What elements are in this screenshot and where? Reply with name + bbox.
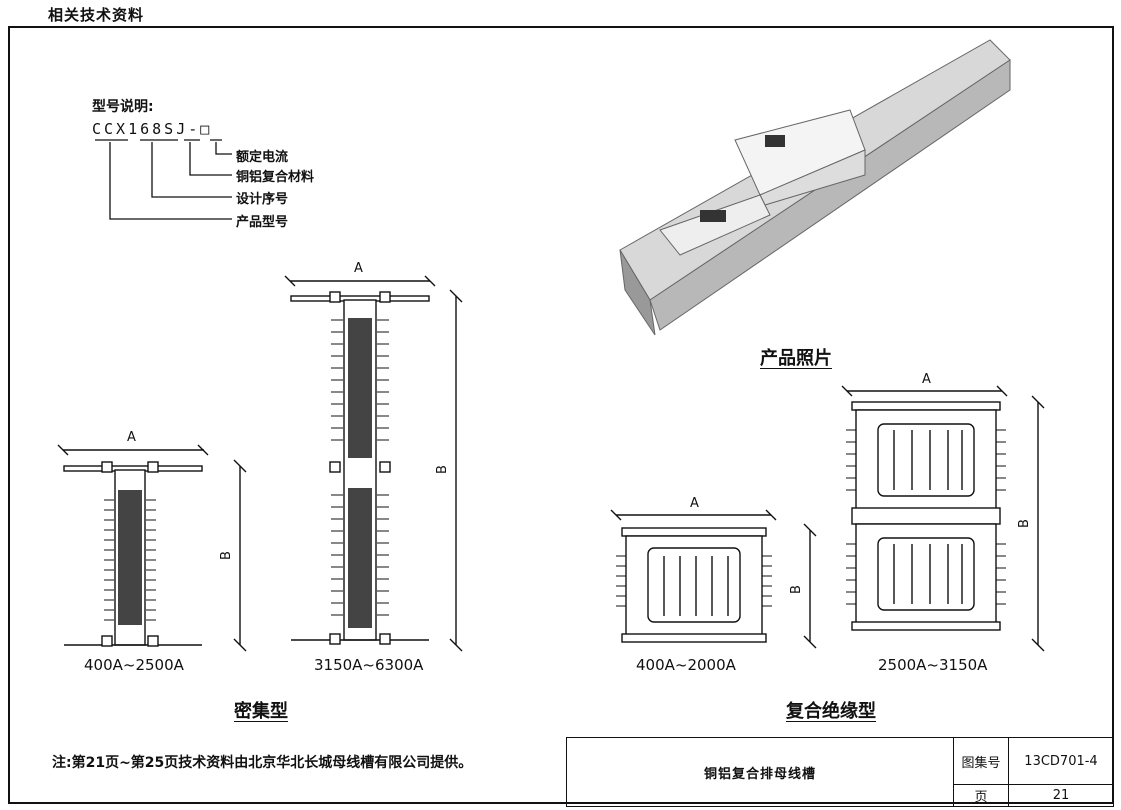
insulated-small-fins bbox=[616, 555, 772, 607]
legend-item-product-model: 产品型号 bbox=[236, 215, 289, 230]
insulated-large-fins bbox=[846, 429, 1006, 605]
model-code: CCX168SJ-□ bbox=[92, 120, 213, 138]
title-block-atlas-label: 图集号 bbox=[953, 737, 1009, 785]
title-block-page-label: 页 bbox=[953, 784, 1009, 807]
title-block-page-no: 21 bbox=[1008, 784, 1114, 807]
dense-large-range: 3150A~6300A bbox=[314, 656, 424, 674]
insulated-type-caption: 复合绝缘型 bbox=[786, 701, 876, 722]
header-note: 相关技术资料 bbox=[48, 6, 145, 24]
dense-large-dim-a: A bbox=[354, 261, 363, 276]
insulated-large-dim-a: A bbox=[922, 372, 931, 387]
dense-large-conductors-bottom bbox=[348, 488, 372, 628]
dense-large-section bbox=[284, 275, 463, 652]
legend-item-material: 铜铝复合材料 bbox=[236, 170, 315, 185]
dense-large-conductors-top bbox=[348, 318, 372, 458]
model-spec-heading: 型号说明: bbox=[92, 99, 154, 115]
insulated-small-dim-b: B bbox=[788, 585, 804, 594]
dense-small-range: 400A~2500A bbox=[84, 656, 184, 674]
product-photo bbox=[619, 39, 1011, 336]
dense-large-dim-b: B bbox=[434, 465, 450, 474]
insulated-small-range: 400A~2000A bbox=[636, 656, 736, 674]
insulated-small-section bbox=[610, 509, 817, 649]
drawing-frame bbox=[8, 26, 1114, 804]
insulated-large-dim-b: B bbox=[1016, 519, 1032, 528]
insulated-large-section bbox=[841, 385, 1045, 652]
legend-item-design-no: 设计序号 bbox=[236, 192, 289, 207]
dense-small-fins bbox=[104, 499, 156, 621]
dense-small-dim-b: B bbox=[218, 551, 234, 560]
dense-small-dim-a: A bbox=[127, 430, 136, 445]
dense-large-fins bbox=[331, 319, 389, 616]
title-block: 铜铝复合排母线槽 图集号 13CD701-4 页 21 bbox=[566, 737, 1114, 807]
dense-type-caption: 密集型 bbox=[234, 701, 288, 722]
insulated-small-dim-a: A bbox=[690, 496, 699, 511]
photo-caption: 产品照片 bbox=[760, 348, 832, 369]
dense-small-conductors bbox=[118, 490, 142, 625]
insulated-large-range: 2500A~3150A bbox=[878, 656, 988, 674]
legend-item-rated-current: 额定电流 bbox=[236, 150, 289, 165]
title-block-title: 铜铝复合排母线槽 bbox=[566, 737, 954, 807]
title-block-atlas-no: 13CD701-4 bbox=[1008, 737, 1114, 785]
footnote: 注:第21页~第25页技术资料由北京华北长城母线槽有限公司提供。 bbox=[52, 755, 473, 771]
